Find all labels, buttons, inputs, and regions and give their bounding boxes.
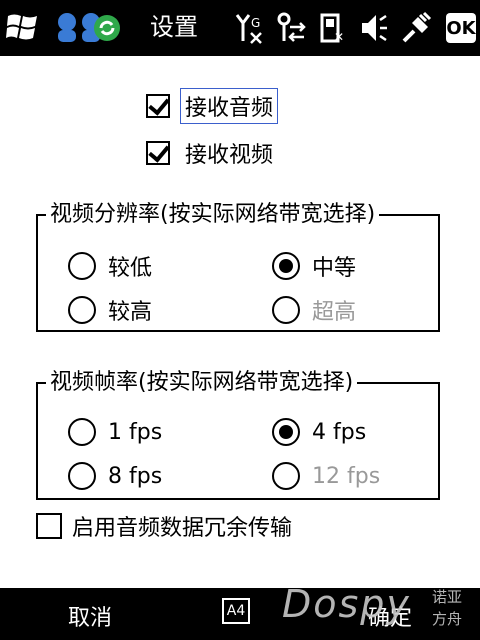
status-bar: 设置 G ✕ OK: [0, 0, 480, 56]
resolution-legend: 视频分辨率(按实际网络带宽选择): [46, 200, 380, 230]
receive-audio-label: 接收音频: [180, 88, 279, 124]
framerate-group: 视频帧率(按实际网络带宽选择) 1 fps 4 fps 8 fps 12 fps: [36, 368, 440, 500]
data-sync-icon[interactable]: [276, 11, 306, 45]
resolution-medium-radio[interactable]: 中等: [272, 250, 356, 282]
watermark-line: 方舟: [432, 610, 463, 628]
radio-circle[interactable]: [68, 296, 96, 324]
radio-circle[interactable]: [272, 252, 300, 280]
confirm-softkey[interactable]: 确定: [368, 606, 413, 631]
framerate-12fps-radio: 12 fps: [272, 462, 380, 490]
radio-label: 较高: [108, 300, 153, 325]
radio-label: 4 fps: [312, 419, 367, 445]
framerate-4fps-radio[interactable]: 4 fps: [272, 418, 366, 446]
receive-video-checkbox[interactable]: 接收视频: [146, 136, 278, 170]
framerate-8fps-radio[interactable]: 8 fps: [68, 462, 162, 490]
status-icons: G ✕ OK: [234, 8, 476, 48]
radio-circle: [272, 296, 300, 324]
sync-icon: [94, 15, 120, 41]
radio-label: 8 fps: [108, 463, 163, 489]
window-title: 设置: [150, 13, 198, 41]
resolution-low-radio[interactable]: 较低: [68, 250, 152, 282]
receive-video-label: 接收视频: [185, 143, 274, 168]
radio-label: 12 fps: [312, 463, 381, 489]
ok-button[interactable]: OK: [446, 13, 476, 43]
radio-circle[interactable]: [68, 462, 96, 490]
watermark-line: 诺亚: [432, 588, 463, 606]
resolution-high-radio[interactable]: 较高: [68, 294, 152, 326]
power-icon[interactable]: [400, 11, 434, 45]
audio-redundancy-label: 启用音频数据冗余传输: [72, 516, 293, 541]
radio-circle[interactable]: [68, 418, 96, 446]
svg-text:✕: ✕: [334, 30, 344, 44]
watermark-side: 诺亚 方舟: [432, 586, 462, 630]
framerate-1fps-radio[interactable]: 1 fps: [68, 418, 162, 446]
radio-label: 较低: [108, 256, 153, 281]
svg-text:G: G: [251, 16, 260, 30]
cancel-softkey[interactable]: 取消: [68, 606, 113, 631]
speaker-icon[interactable]: [358, 11, 388, 45]
audio-redundancy-checkbox[interactable]: 启用音频数据冗余传输: [36, 510, 292, 542]
softkey-bar: 取消 A4 确定: [0, 588, 480, 640]
checkbox-box[interactable]: [146, 94, 170, 118]
radio-label: 中等: [312, 256, 357, 281]
framerate-legend: 视频帧率(按实际网络带宽选择): [46, 368, 358, 398]
windows-start-icon[interactable]: [6, 10, 40, 44]
resolution-group: 视频分辨率(按实际网络带宽选择) 较低 中等 较高 超高: [36, 200, 440, 332]
radio-circle[interactable]: [272, 418, 300, 446]
radio-circle: [272, 462, 300, 490]
checkbox-box[interactable]: [146, 141, 170, 165]
checkbox-box[interactable]: [36, 513, 62, 539]
input-mode-icon[interactable]: A4: [222, 598, 250, 624]
radio-label: 超高: [312, 300, 357, 325]
messenger-icon: [58, 13, 120, 42]
signal-off-icon[interactable]: G: [234, 11, 264, 45]
resolution-ultra-radio: 超高: [272, 294, 356, 326]
watermark-logo: Dospy: [282, 582, 411, 626]
receive-audio-checkbox[interactable]: 接收音频: [146, 88, 279, 124]
radio-circle[interactable]: [68, 252, 96, 280]
cellphone-icon[interactable]: ✕: [318, 11, 346, 45]
radio-label: 1 fps: [108, 419, 163, 445]
